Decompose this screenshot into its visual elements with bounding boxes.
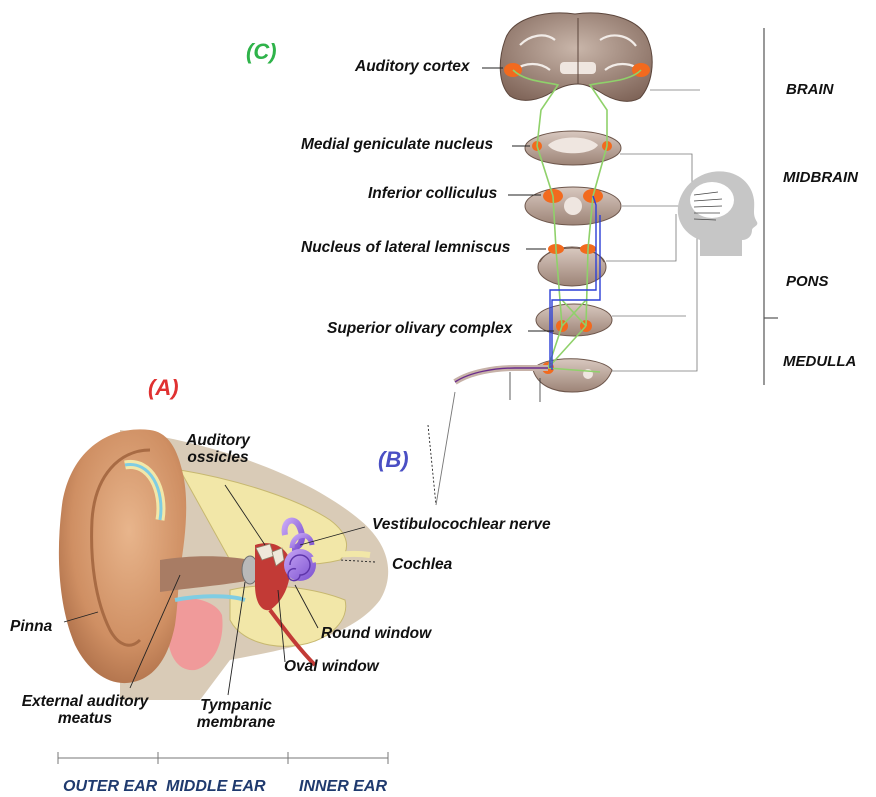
region-label-midbrain: MIDBRAIN bbox=[783, 170, 858, 187]
vestibulocochlear-nerve-label: Vestibulocochlear nerve bbox=[372, 516, 551, 533]
brain-region-bracket bbox=[764, 28, 778, 385]
inferior-colliculus-slice bbox=[525, 187, 621, 225]
panel-label-c: (C) bbox=[246, 40, 277, 64]
superior-olivary-label: Superior olivary complex bbox=[327, 320, 512, 337]
external-auditory-meatus-label: External auditory meatus bbox=[10, 693, 160, 727]
cochlea-label: Cochlea bbox=[392, 556, 452, 573]
region-label-brain: BRAIN bbox=[786, 82, 834, 99]
head-silhouette-icon bbox=[678, 171, 758, 256]
medulla-slice bbox=[533, 359, 612, 392]
panel-label-a: (A) bbox=[148, 376, 179, 400]
auditory-cortex-label: Auditory cortex bbox=[355, 58, 470, 75]
lateral-lemniscus-label: Nucleus of lateral lemniscus bbox=[301, 239, 510, 256]
oval-window-label: Oval window bbox=[284, 658, 379, 675]
tympanic-membrane-label: Tympanic membrane bbox=[186, 697, 286, 731]
region-label-medulla: MEDULLA bbox=[783, 354, 856, 371]
panel-label-b: (B) bbox=[378, 448, 409, 472]
round-window-label: Round window bbox=[321, 625, 431, 642]
inferior-colliculus-label: Inferior colliculus bbox=[368, 185, 497, 202]
pinna-label: Pinna bbox=[10, 618, 52, 635]
outer-ear-label: OUTER EAR bbox=[63, 778, 157, 796]
ear-section-scale bbox=[58, 752, 388, 764]
brain-coronal-section bbox=[500, 13, 652, 101]
medial-geniculate-label: Medial geniculate nucleus bbox=[301, 136, 493, 153]
inner-ear-label: INNER EAR bbox=[299, 778, 387, 796]
auditory-ossicles-label: Auditory ossicles bbox=[178, 432, 258, 466]
region-label-pons: PONS bbox=[786, 274, 829, 291]
middle-ear-label: MIDDLE EAR bbox=[166, 778, 266, 796]
